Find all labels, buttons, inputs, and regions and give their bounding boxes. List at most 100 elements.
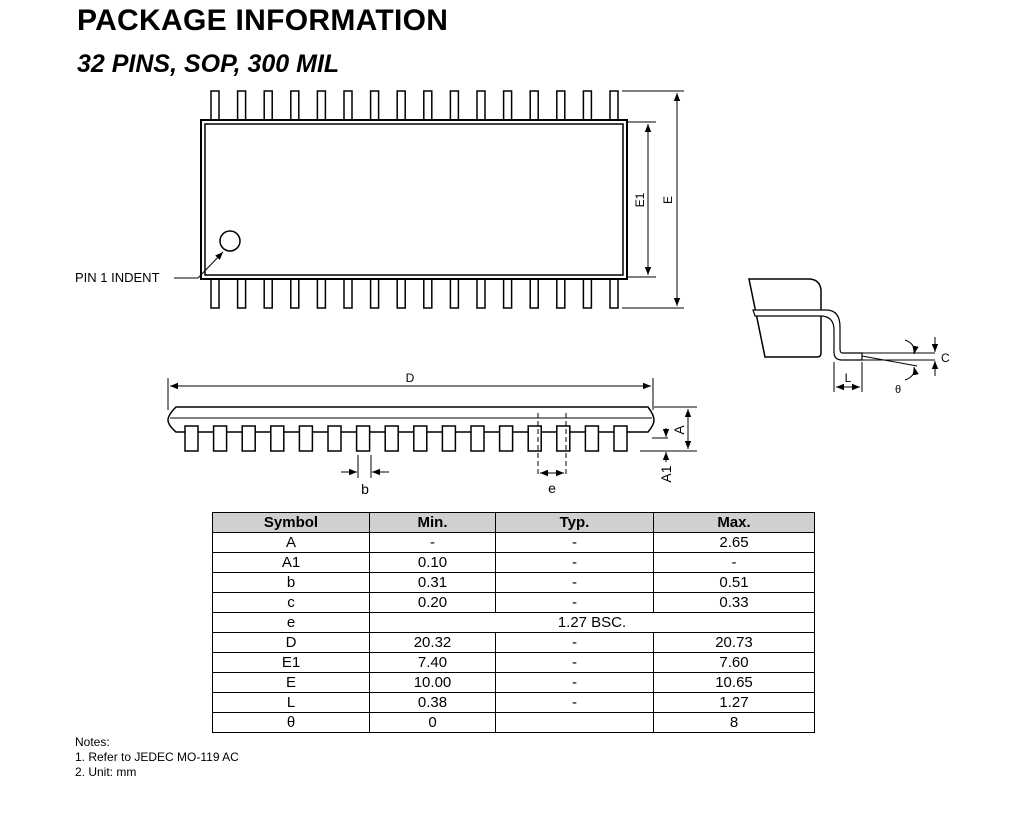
top-pin-lower: [582, 278, 593, 309]
cell-symbol: E1: [212, 652, 370, 673]
page-title: PACKAGE INFORMATION: [77, 4, 449, 37]
b-label: b: [361, 481, 369, 497]
cell-typ: -: [495, 552, 654, 573]
top-pin-upper: [396, 90, 406, 121]
e-pitch-label: e: [548, 480, 556, 496]
top-pin-upper: [423, 90, 433, 121]
table-row: b 0.31 - 0.51: [212, 572, 815, 593]
theta-label: θ: [895, 384, 901, 396]
cell-typ: -: [495, 672, 654, 693]
top-pin-upper: [290, 90, 300, 121]
top-pin-upper: [609, 90, 619, 121]
cell-typ: -: [495, 572, 654, 593]
notes-heading: Notes:: [75, 735, 110, 749]
top-pin-upper: [449, 90, 460, 121]
table-row: A - - 2.65: [212, 532, 815, 553]
cell-typ: [495, 712, 654, 733]
top-pin-upper: [582, 90, 593, 121]
cell-max: 8: [653, 712, 815, 733]
top-view-body-outer: [200, 119, 628, 280]
side-pin: [298, 425, 314, 452]
top-pin-upper: [343, 90, 353, 121]
cell-symbol: A1: [212, 552, 370, 573]
top-pin-lower: [423, 278, 433, 309]
side-pin: [327, 425, 342, 452]
e-label: E: [661, 196, 675, 204]
dimension-table: Symbol Min. Typ. Max. A - - 2.65 A1 0.10…: [212, 512, 815, 733]
top-pin-upper: [529, 90, 539, 121]
cell-min: 0.38: [369, 692, 496, 713]
a-label: A: [671, 425, 687, 435]
cell-max: 7.60: [653, 652, 815, 673]
top-pin-upper: [210, 90, 220, 121]
side-pin: [212, 425, 228, 452]
note-item: 2. Unit: mm: [75, 765, 137, 779]
side-pin: [527, 425, 542, 452]
top-pin-lower: [396, 278, 406, 309]
side-view-body: [167, 406, 655, 433]
side-view-pins: [184, 425, 628, 452]
table-row: A1 0.10 - -: [212, 552, 815, 573]
cell-min: -: [369, 532, 496, 553]
cell-symbol: L: [212, 692, 370, 713]
cell-typ: -: [495, 592, 654, 613]
top-view-lower-pins: [210, 278, 619, 309]
top-pin-lower: [343, 278, 353, 309]
note-item: 1. Refer to JEDEC MO-119 AC: [75, 750, 239, 764]
side-pin: [584, 425, 600, 452]
cell-symbol: e: [212, 612, 370, 633]
cell-min: 0.20: [369, 592, 496, 613]
cell-min: 0: [369, 712, 496, 733]
cell-min: 0.31: [369, 572, 496, 593]
top-pin-lower: [290, 278, 300, 309]
cell-min: 10.00: [369, 672, 496, 693]
table-row: L 0.38 - 1.27: [212, 692, 815, 713]
top-pin-upper: [236, 90, 247, 121]
table-row: D 20.32 - 20.73: [212, 632, 815, 653]
cell-symbol: A: [212, 532, 370, 553]
table-row: θ 0 8: [212, 712, 815, 733]
col-header-max: Max.: [653, 512, 815, 533]
side-pin: [184, 425, 199, 452]
side-pin: [556, 425, 571, 452]
top-pin-lower: [449, 278, 460, 309]
l-label: L: [845, 371, 852, 385]
top-pin-upper: [476, 90, 486, 121]
top-pin-lower: [529, 278, 539, 309]
top-pin-upper: [556, 90, 566, 121]
cell-max: -: [653, 552, 815, 573]
table-header-row: Symbol Min. Typ. Max.: [212, 512, 815, 533]
notes: Notes: 1. Refer to JEDEC MO-119 AC 2. Un…: [75, 735, 239, 780]
top-pin-upper: [263, 90, 273, 121]
cell-typ: -: [495, 692, 654, 713]
top-pin-lower: [556, 278, 566, 309]
cell-symbol: c: [212, 592, 370, 613]
side-pin: [470, 425, 485, 452]
top-pin-upper: [369, 90, 380, 121]
cell-max: 10.65: [653, 672, 815, 693]
top-pin-upper: [316, 90, 327, 121]
cell-min: 7.40: [369, 652, 496, 673]
top-view-body-inner: [204, 123, 624, 276]
top-pin-lower: [316, 278, 327, 309]
side-pin: [613, 425, 628, 452]
cell-symbol: b: [212, 572, 370, 593]
cell-merged-value: 1.27 BSC.: [369, 612, 815, 633]
top-pin-upper: [502, 90, 513, 121]
side-pin: [498, 425, 514, 452]
table-row: e 1.27 BSC.: [212, 612, 815, 633]
pin1-leader-arrow: [197, 251, 224, 279]
cell-max: 2.65: [653, 532, 815, 553]
table-row: E 10.00 - 10.65: [212, 672, 815, 693]
col-header-min: Min.: [369, 512, 496, 533]
table-row: E1 7.40 - 7.60: [212, 652, 815, 673]
cell-typ: -: [495, 632, 654, 653]
c-label: C: [941, 351, 950, 365]
pin1-label: PIN 1 INDENT: [75, 270, 160, 285]
side-pin: [413, 425, 428, 452]
top-pin-lower: [502, 278, 513, 309]
pin1-indent-circle: [219, 230, 241, 252]
col-header-symbol: Symbol: [212, 512, 370, 533]
top-view-upper-pins: [210, 90, 619, 121]
side-pin: [384, 425, 399, 452]
